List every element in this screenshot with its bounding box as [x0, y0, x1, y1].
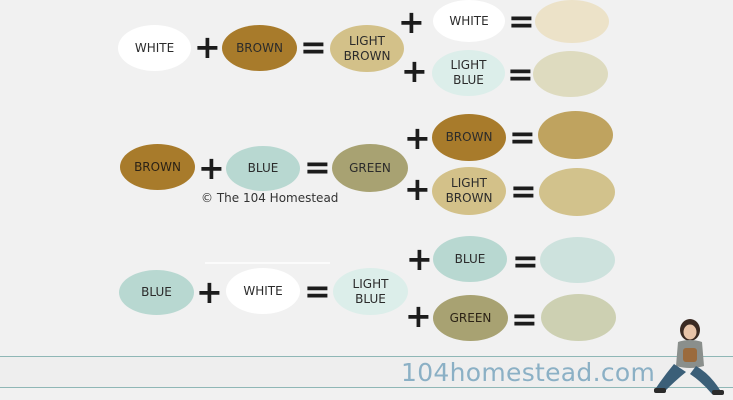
- result-swatch: [541, 294, 616, 341]
- plus-sign: +: [198, 149, 225, 187]
- plus-sign: +: [405, 297, 432, 335]
- equals-sign: =: [509, 118, 536, 156]
- swatch-blue: BLUE: [433, 236, 507, 282]
- plus-sign: +: [196, 273, 223, 311]
- plus-sign: +: [398, 3, 425, 41]
- equals-sign: =: [507, 55, 534, 93]
- plus-sign: +: [406, 240, 433, 278]
- equals-sign: =: [511, 300, 538, 338]
- swatch-blue: BLUE: [226, 146, 300, 191]
- footer-rule-top: [0, 356, 733, 357]
- swatch-white: WHITE: [226, 268, 300, 314]
- swatch-blue: BLUE: [119, 270, 194, 315]
- result-swatch: [533, 51, 608, 97]
- plus-sign: +: [401, 52, 428, 90]
- equals-sign: =: [510, 172, 537, 210]
- result-swatch: [538, 111, 613, 159]
- person-illustration: [654, 319, 724, 395]
- equals-sign: =: [508, 2, 535, 40]
- result-swatch: [535, 0, 609, 43]
- swatch-brown: BROWN: [222, 25, 297, 71]
- swatch-white: WHITE: [118, 25, 191, 71]
- plus-sign: +: [404, 170, 431, 208]
- result-swatch: [539, 168, 615, 216]
- equals-sign: =: [304, 272, 331, 310]
- equals-sign: =: [300, 28, 327, 66]
- equals-sign: =: [512, 242, 539, 280]
- swatch-white: WHITE: [433, 0, 505, 42]
- plus-sign: +: [404, 119, 431, 157]
- swatch-brown: BROWN: [432, 114, 506, 161]
- site-watermark: 104homestead.com: [401, 358, 656, 387]
- divider-line: [205, 262, 330, 264]
- footer-band: [0, 357, 733, 387]
- copyright-text: © The 104 Homestead: [201, 191, 339, 205]
- equals-sign: =: [304, 148, 331, 186]
- plus-sign: +: [194, 28, 221, 66]
- swatch-green: GREEN: [332, 144, 408, 192]
- swatch-brown: BROWN: [120, 144, 195, 190]
- result-swatch: [540, 237, 615, 283]
- swatch-green: GREEN: [433, 295, 508, 341]
- footer-rule-bottom: [0, 387, 733, 388]
